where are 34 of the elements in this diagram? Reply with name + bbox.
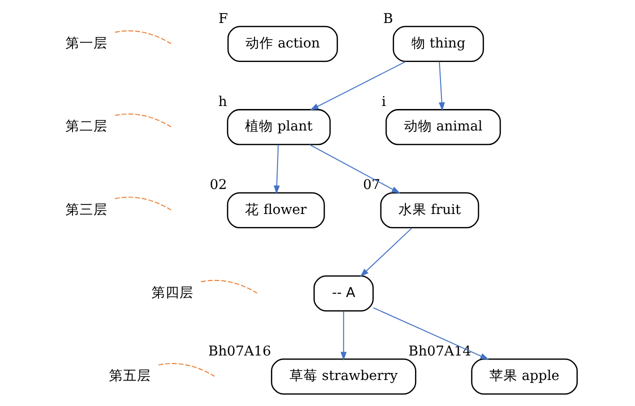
node-label: h: [218, 94, 228, 110]
arrow: [309, 144, 400, 194]
connector: [158, 363, 216, 377]
arrow: [438, 61, 445, 112]
node-box: 物 thing: [392, 26, 484, 62]
node-label: Bh07A16: [208, 343, 272, 360]
node-box: 花 flower: [226, 192, 325, 228]
arrow: [274, 144, 280, 194]
node-box: -- A: [313, 275, 374, 312]
node-label: 02: [210, 177, 227, 194]
node-label: 07: [363, 177, 380, 194]
arrow: [340, 310, 347, 361]
node-box: 草莓 strawberry: [270, 358, 416, 395]
node-text: 第三层: [65, 202, 108, 218]
arrow: [360, 228, 412, 277]
connector: [114, 30, 172, 44]
node-box: 植物 plant: [226, 109, 331, 146]
connector: [114, 114, 172, 128]
node-box: 动物 animal: [386, 109, 501, 146]
connector: [200, 280, 258, 294]
connector: [114, 196, 172, 210]
node-label: F: [218, 10, 228, 27]
node-label: Bh07A14: [408, 343, 472, 360]
node-box: 动作 action: [227, 26, 338, 62]
node-text: 第一层: [65, 36, 108, 52]
node-text: 第二层: [65, 118, 108, 135]
node-label: B: [383, 10, 394, 27]
node-box: 苹果 apple: [471, 358, 578, 395]
arrow: [310, 61, 406, 110]
node-text: 第四层: [151, 284, 194, 301]
node-box: 水果 fruit: [380, 192, 480, 228]
arrow: [372, 307, 489, 360]
node-text: 第五层: [108, 368, 151, 384]
node-label: i: [382, 94, 386, 110]
